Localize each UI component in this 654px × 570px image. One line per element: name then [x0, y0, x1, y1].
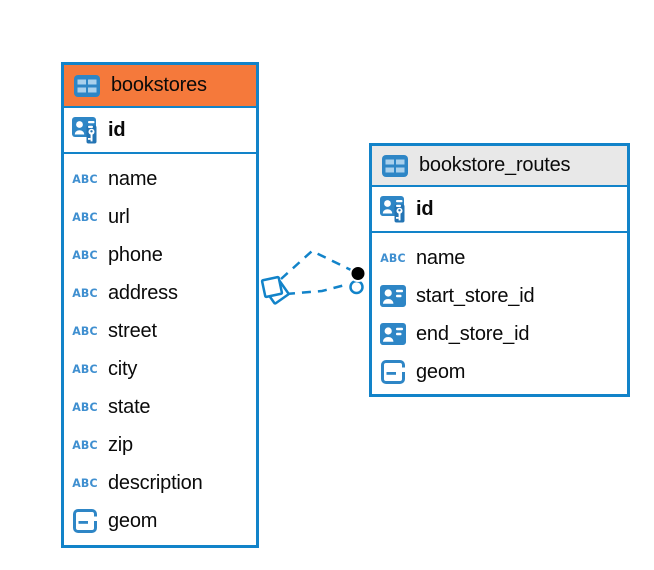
column-name: name [416, 246, 466, 269]
text-type-icon: ABC [72, 172, 98, 186]
column-name: state [108, 395, 151, 418]
table-bookstore-routes[interactable]: bookstore_routes id ABC name start_store… [369, 143, 630, 397]
table-icon [381, 152, 409, 180]
column-row[interactable]: geom [64, 502, 256, 540]
column-name: end_store_id [416, 322, 530, 345]
table-header[interactable]: bookstore_routes [372, 146, 627, 187]
column-name: id [416, 197, 434, 220]
table-header[interactable]: bookstores [64, 65, 256, 108]
table-bookstores[interactable]: bookstores id ABC name ABC url ABC phone… [61, 62, 259, 548]
text-type-icon: ABC [72, 400, 98, 414]
column-name: street [108, 319, 157, 342]
column-row[interactable]: ABC state [64, 388, 256, 426]
dot-marker [349, 265, 367, 282]
column-row[interactable]: ABC street [64, 312, 256, 350]
column-name: id [108, 118, 126, 141]
column-name: url [108, 205, 130, 228]
table-icon [73, 72, 101, 100]
column-name: address [108, 281, 178, 304]
relationship-line[interactable] [280, 249, 352, 280]
column-name: geom [416, 360, 466, 383]
column-name: start_store_id [416, 284, 535, 307]
column-name: zip [108, 433, 133, 456]
column-row[interactable]: ABC description [64, 464, 256, 502]
primary-key-row[interactable]: id [64, 108, 256, 154]
reference-type-icon [379, 320, 407, 348]
table-name: bookstores [111, 74, 207, 96]
primary-key-icon [379, 195, 407, 223]
primary-key-row[interactable]: id [372, 187, 627, 233]
column-row[interactable]: start_store_id [372, 277, 627, 315]
column-row[interactable]: ABC city [64, 350, 256, 388]
relationship-line[interactable] [285, 282, 350, 296]
text-type-icon: ABC [72, 210, 98, 224]
column-row[interactable]: geom [372, 353, 627, 391]
column-row[interactable]: ABC address [64, 274, 256, 312]
text-type-icon: ABC [72, 324, 98, 338]
text-type-icon: ABC [72, 476, 98, 490]
geometry-type-icon [379, 358, 407, 386]
text-type-icon: ABC [72, 362, 98, 376]
column-name: description [108, 471, 203, 494]
text-type-icon: ABC [380, 251, 406, 265]
column-row[interactable]: ABC name [64, 160, 256, 198]
column-row[interactable]: ABC phone [64, 236, 256, 274]
column-name: name [108, 167, 158, 190]
primary-key-icon [71, 116, 99, 144]
column-name: phone [108, 243, 163, 266]
text-type-icon: ABC [72, 438, 98, 452]
text-type-icon: ABC [72, 248, 98, 262]
column-row[interactable]: ABC zip [64, 426, 256, 464]
column-name: geom [108, 509, 158, 532]
reference-type-icon [379, 282, 407, 310]
column-row[interactable]: ABC name [372, 239, 627, 277]
column-row[interactable]: ABC url [64, 198, 256, 236]
relationship-bookstores-routes[interactable] [260, 249, 367, 305]
text-type-icon: ABC [72, 286, 98, 300]
geometry-type-icon [71, 507, 99, 535]
diamond-marker [260, 275, 290, 305]
ring-marker [349, 279, 364, 295]
table-name: bookstore_routes [419, 154, 571, 176]
column-name: city [108, 357, 138, 380]
column-row[interactable]: end_store_id [372, 315, 627, 353]
